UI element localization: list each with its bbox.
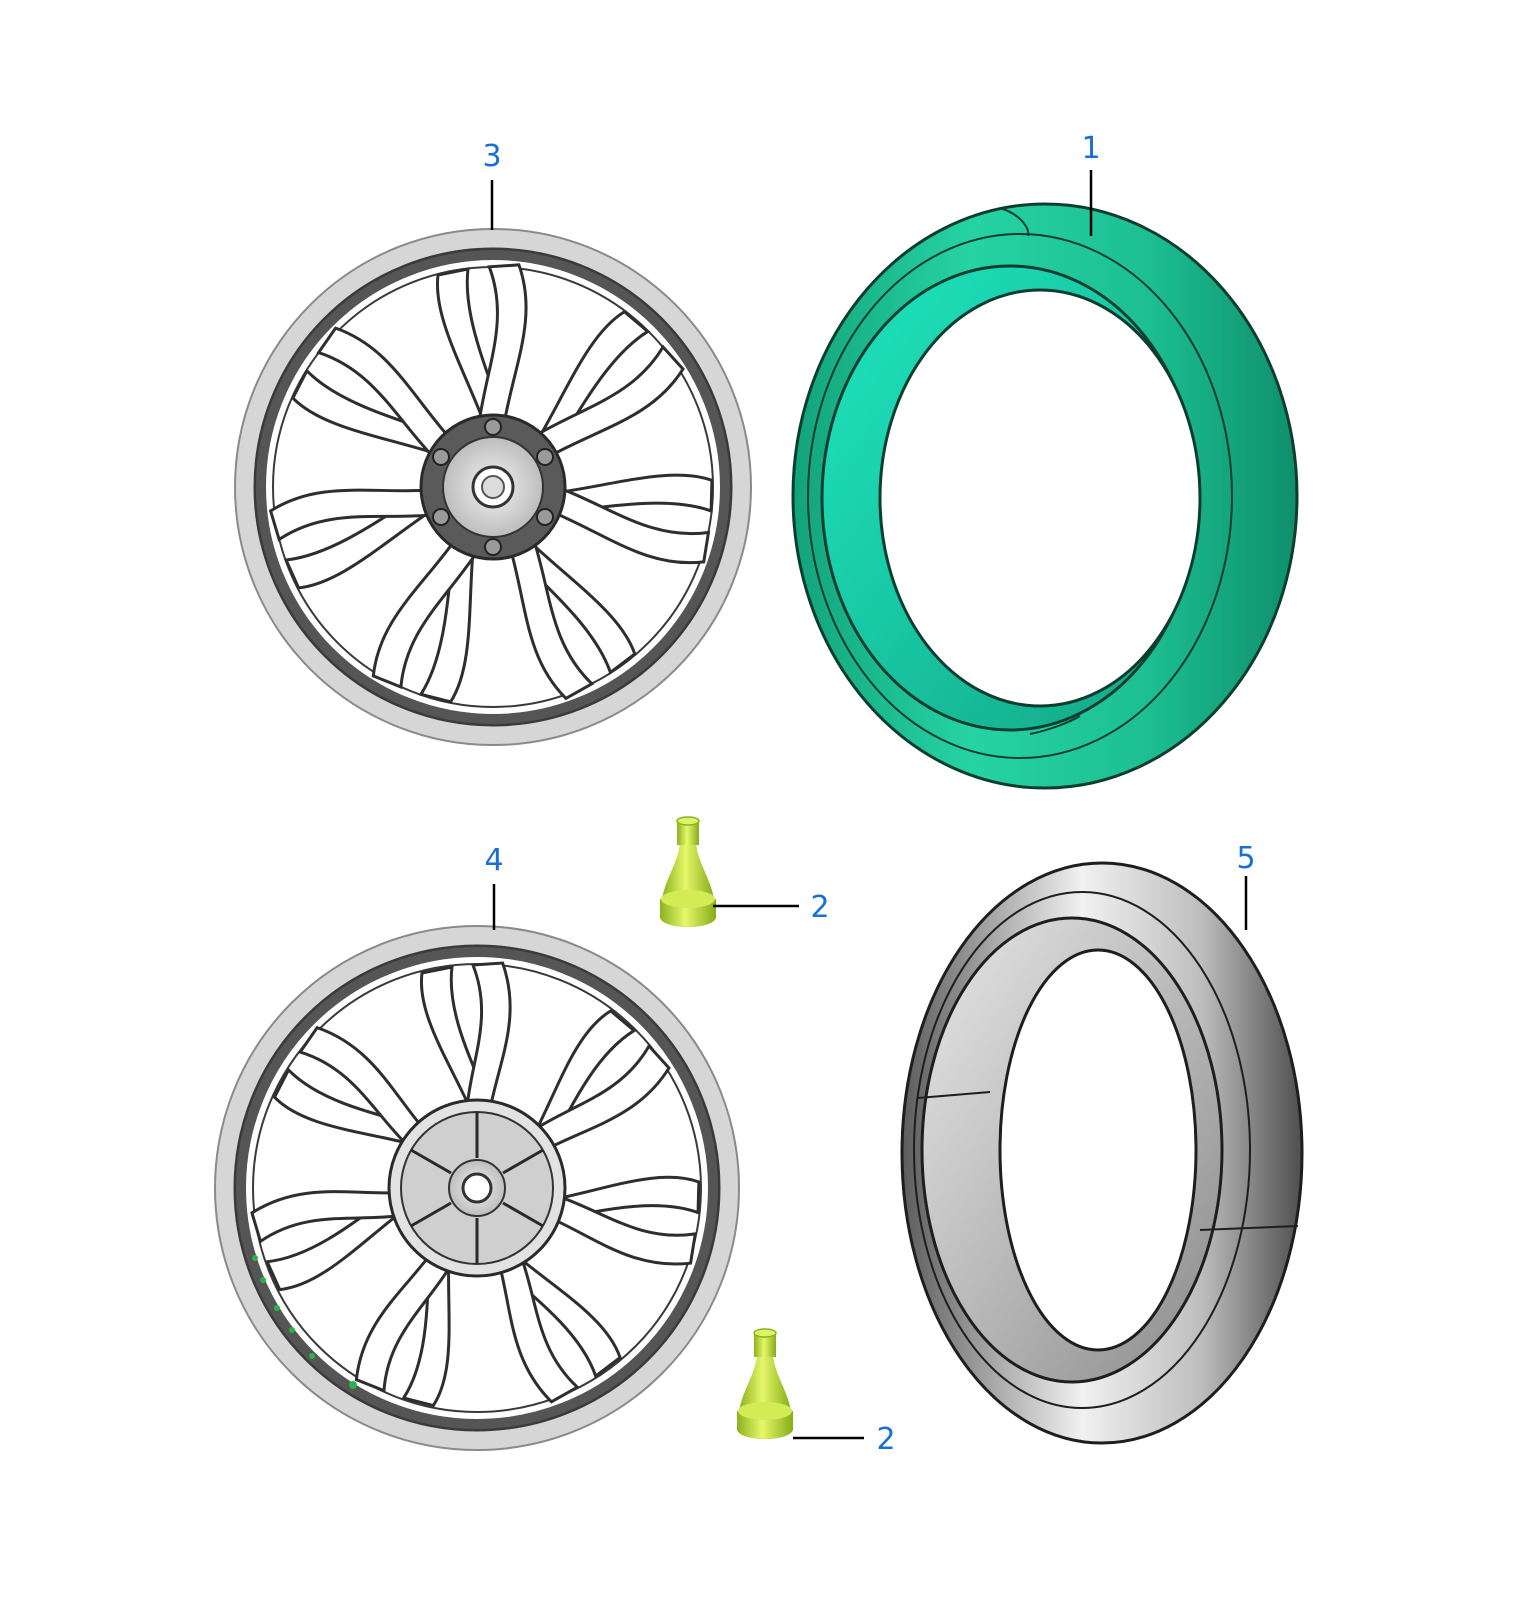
rear-wheel-hub <box>387 1098 567 1278</box>
rear-wheel-spokes <box>250 961 701 1408</box>
callout-2-lower: 2 <box>876 1422 895 1457</box>
rear-wheel <box>214 925 740 1451</box>
callout-4: 4 <box>484 843 503 878</box>
callout-3: 3 <box>482 139 501 174</box>
callout-2-upper: 2 <box>810 890 829 925</box>
rear-tire-bore <box>998 948 1198 1352</box>
front-tire-bore <box>878 288 1202 708</box>
rear-wheel-rim-marking <box>252 1255 357 1389</box>
valve-stem-upper <box>660 816 716 927</box>
valve-stem-lower <box>737 1328 793 1439</box>
callout-1: 1 <box>1081 131 1100 166</box>
front-wheel-spokes <box>268 263 714 704</box>
front-wheel-rim-channel <box>256 250 730 724</box>
callout-5: 5 <box>1236 841 1255 876</box>
rear-tire <box>900 861 1304 1445</box>
front-wheel-hub <box>419 413 567 561</box>
front-tire <box>791 202 1299 790</box>
front-wheel <box>234 228 752 746</box>
rear-wheel-rim-channel <box>236 947 718 1429</box>
